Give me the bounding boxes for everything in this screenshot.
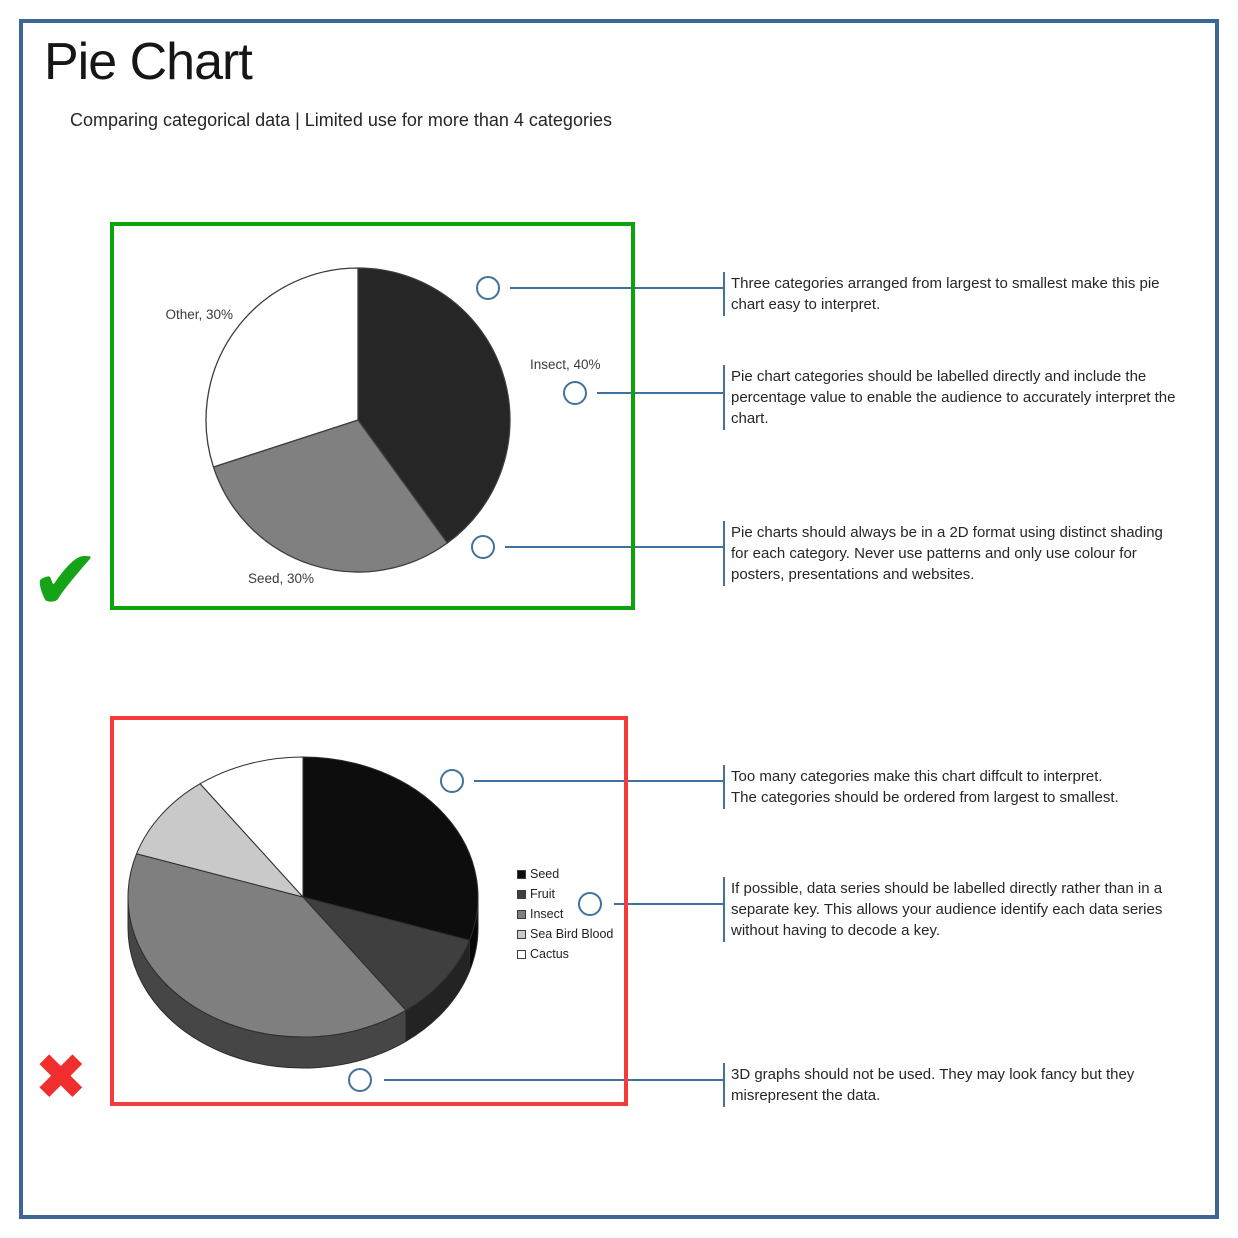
pie-slice-other bbox=[205, 267, 359, 468]
annotation-text: Too many categories make this chart diff… bbox=[723, 765, 1119, 809]
callout-circle bbox=[348, 1068, 372, 1092]
page-title: Pie Chart bbox=[44, 33, 253, 91]
callout-circle bbox=[578, 892, 602, 916]
pie-slice-fruit bbox=[302, 896, 470, 1011]
callout-circle bbox=[471, 535, 495, 559]
annotation-text: Three categories arranged from largest t… bbox=[723, 272, 1160, 316]
legend-label: Seed bbox=[530, 867, 560, 881]
legend-item-insect: Insect bbox=[517, 904, 613, 924]
pie-2d-chart bbox=[205, 267, 511, 573]
callout-line bbox=[510, 286, 723, 290]
annotation-text: If possible, data series should be label… bbox=[723, 877, 1162, 942]
legend-item-seed: Seed bbox=[517, 864, 613, 884]
callout-circle bbox=[476, 276, 500, 300]
pie-3d-chart bbox=[127, 756, 479, 1069]
bad-example-box bbox=[110, 716, 628, 1106]
pie-slice-seed bbox=[212, 419, 448, 573]
legend-swatch bbox=[517, 929, 526, 939]
page-subtitle: Comparing categorical data | Limited use… bbox=[70, 110, 612, 130]
legend-swatch bbox=[517, 889, 526, 899]
pie-slice-cactus bbox=[199, 756, 304, 898]
legend-label: Cactus bbox=[530, 947, 569, 961]
pie-label-insect: Insect, 40% bbox=[530, 357, 601, 372]
legend-swatch bbox=[517, 949, 526, 959]
annotation-text: Pie chart categories should be labelled … bbox=[723, 365, 1175, 430]
pie-label-seed: Seed, 30% bbox=[248, 571, 315, 586]
callout-circle bbox=[563, 381, 587, 405]
pie-slice-insect bbox=[127, 853, 407, 1038]
good-example-box bbox=[110, 222, 635, 610]
annotation-text: Pie charts should always be in a 2D form… bbox=[723, 521, 1163, 586]
callout-line bbox=[597, 391, 723, 395]
callout-circle bbox=[440, 769, 464, 793]
callout-line bbox=[384, 1078, 723, 1082]
cross-icon: ✖ bbox=[34, 1041, 88, 1115]
legend-swatch bbox=[517, 909, 526, 919]
callout-line bbox=[505, 545, 723, 549]
pie-label-other: Other, 30% bbox=[165, 307, 233, 322]
legend-label: Sea Bird Blood bbox=[530, 927, 614, 941]
annotation-text: 3D graphs should not be used. They may l… bbox=[723, 1063, 1134, 1107]
legend-item-sea-bird-blood: Sea Bird Blood bbox=[517, 924, 613, 944]
legend-label: Insect bbox=[530, 907, 564, 921]
legend-swatch bbox=[517, 869, 526, 879]
legend-label: Fruit bbox=[530, 887, 555, 901]
pie-slice-seed bbox=[302, 756, 479, 941]
callout-line bbox=[474, 779, 723, 783]
legend-item-fruit: Fruit bbox=[517, 884, 613, 904]
pie-slice-sea-bird-blood bbox=[136, 783, 304, 898]
legend-item-cactus: Cactus bbox=[517, 944, 613, 964]
check-icon: ✔ bbox=[30, 531, 101, 629]
pie-slice-insect bbox=[357, 267, 511, 544]
callout-line bbox=[614, 902, 723, 906]
